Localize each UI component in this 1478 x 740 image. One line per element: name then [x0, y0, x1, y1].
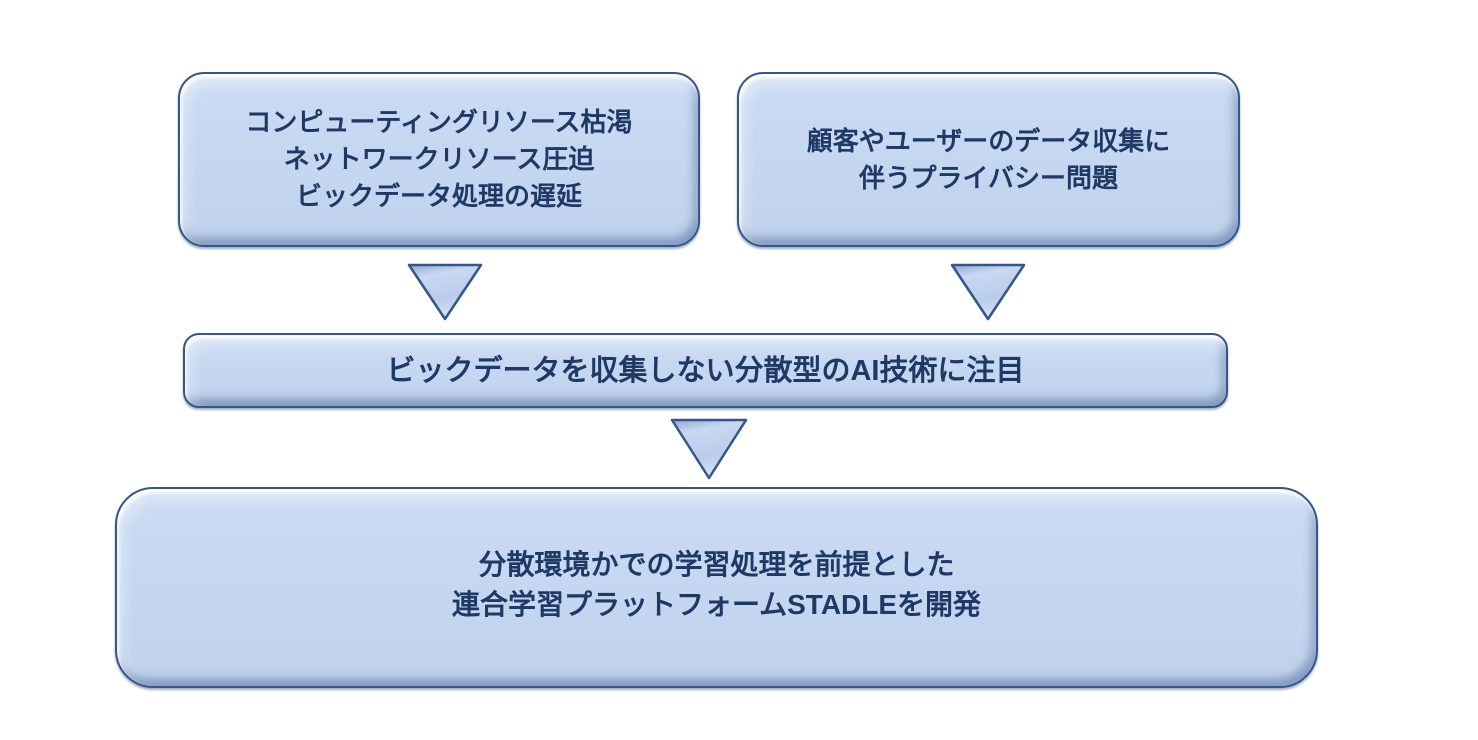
down-arrow-icon — [670, 418, 748, 480]
box-text-line: 伴うプライバシー問題 — [859, 162, 1118, 193]
box-text-line: ビックデータを収集しない分散型のAI技術に注目 — [386, 354, 1025, 387]
box-text-line: 顧客やユーザーのデータ収集に — [806, 125, 1171, 156]
box-problem-right: 顧客やユーザーのデータ収集に 伴うプライバシー問題 — [737, 72, 1240, 247]
box-solution: 分散環境かでの学習処理を前提とした 連合学習プラットフォームSTADLEを開発 — [115, 487, 1318, 688]
box-problem-left: コンピューティングリソース枯渇 ネットワークリソース圧迫 ビックデータ処理の遅延 — [178, 72, 700, 247]
down-arrow-icon — [950, 263, 1026, 321]
box-text-line: ネットワークリソース圧迫 — [283, 144, 595, 174]
box-text-line: コンピューティングリソース枯渇 — [245, 107, 633, 137]
down-arrow-icon — [407, 263, 483, 321]
box-text-line: ビックデータ処理の遅延 — [295, 181, 582, 211]
box-focus: ビックデータを収集しない分散型のAI技術に注目 — [183, 333, 1228, 408]
box-text-line: 連合学習プラットフォームSTADLEを開発 — [451, 589, 982, 620]
box-text-line: 分散環境かでの学習処理を前提とした — [478, 549, 955, 580]
